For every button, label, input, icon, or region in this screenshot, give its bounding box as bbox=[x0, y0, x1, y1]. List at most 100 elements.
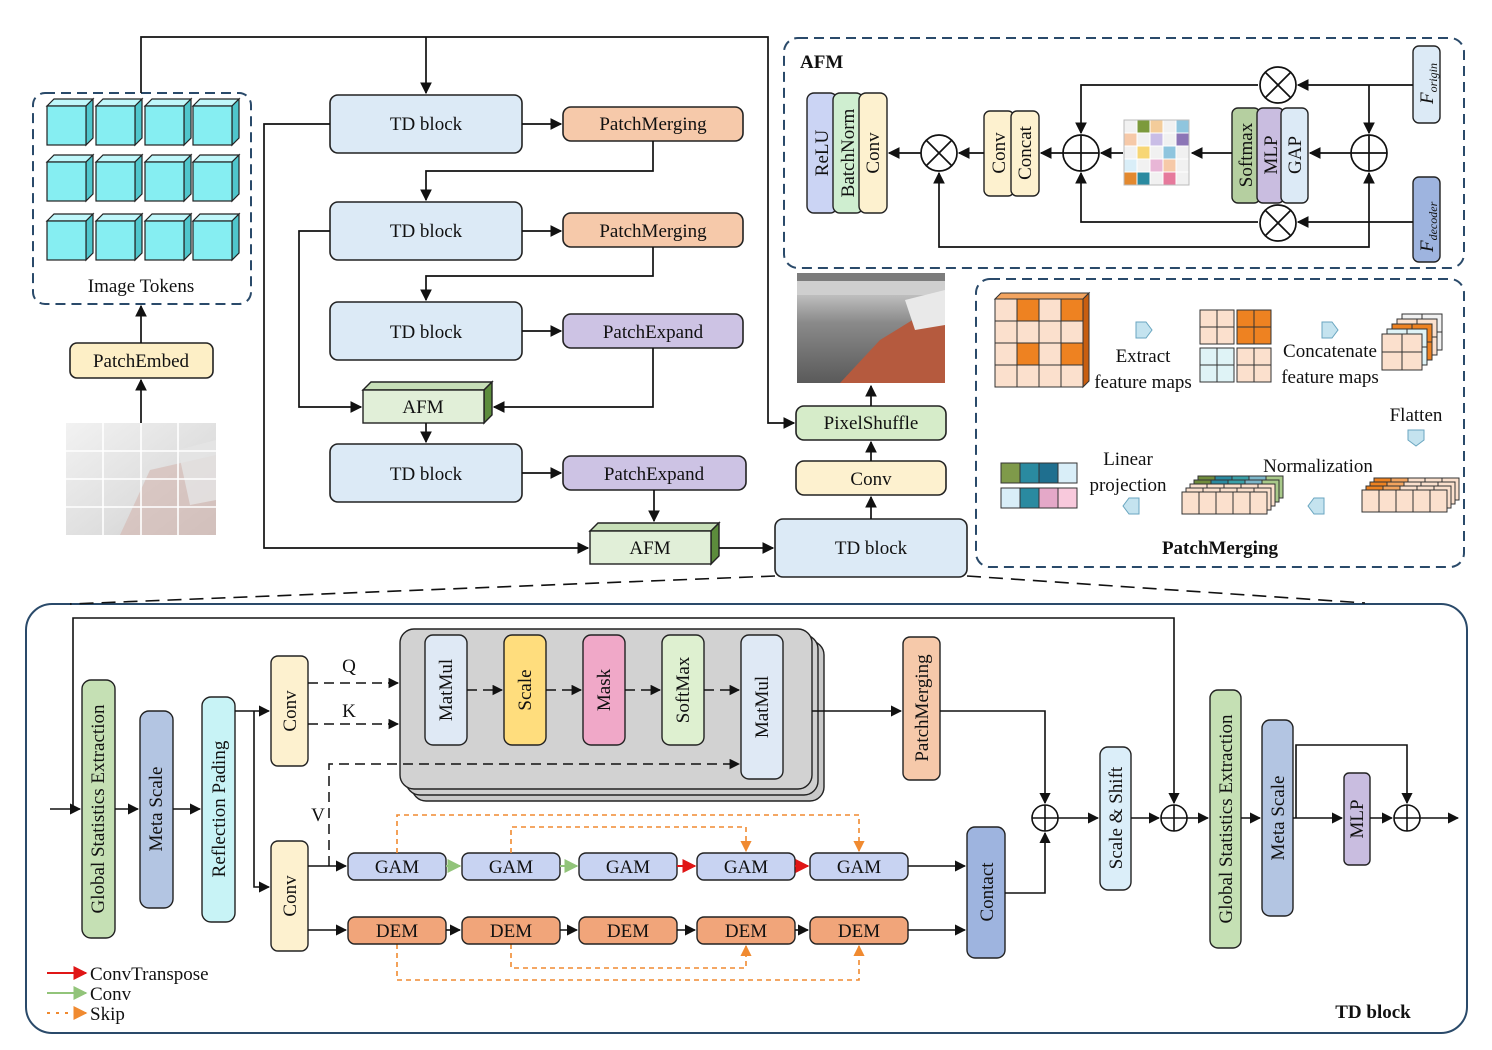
hazy-input-image bbox=[66, 423, 216, 535]
v-label: V bbox=[311, 805, 325, 826]
td-block-2-label: TD block bbox=[390, 221, 463, 242]
pm-feature-grid bbox=[993, 291, 1091, 389]
pm-step-arrow bbox=[1135, 321, 1153, 339]
pm-norm-cell bbox=[1181, 491, 1200, 515]
td-operator-symbols bbox=[1032, 805, 1420, 831]
afm-gap-label: GAP bbox=[1285, 136, 1306, 174]
gam-label: GAM bbox=[606, 857, 650, 878]
meta-scale-2-label: Meta Scale bbox=[1268, 776, 1289, 861]
pm-feature-grid bbox=[1199, 309, 1235, 345]
grid-cell bbox=[1162, 158, 1177, 173]
pm-concat-1: Concatenate bbox=[1283, 341, 1377, 362]
patch-expand-1-label: PatchExpand bbox=[603, 322, 704, 343]
pm-step-arrow bbox=[1307, 497, 1325, 515]
conv-label: Conv bbox=[850, 469, 892, 490]
grid-cell bbox=[1162, 145, 1177, 160]
afm-box-1 bbox=[361, 380, 494, 425]
grid-cell bbox=[1123, 171, 1138, 186]
td-block-3-label: TD block bbox=[390, 322, 463, 343]
dem-label: DEM bbox=[725, 921, 767, 942]
afm-softmax-label: Softmax bbox=[1236, 122, 1257, 187]
afm-box-2-label: AFM bbox=[629, 538, 670, 559]
pm-linear-cell bbox=[1019, 462, 1040, 484]
grid-cell bbox=[1149, 132, 1164, 147]
token-cube bbox=[191, 212, 241, 262]
legend-conv: Conv bbox=[90, 984, 132, 1005]
scale-shift-label: Scale & Shift bbox=[1106, 766, 1127, 869]
dem-label: DEM bbox=[376, 921, 418, 942]
image-tokens-label: Image Tokens bbox=[88, 276, 195, 297]
grid-cell bbox=[1149, 145, 1164, 160]
grid-cell bbox=[1175, 132, 1190, 147]
afm-f-decoder-label: Fdecoder bbox=[1417, 201, 1440, 253]
grid-cell bbox=[1175, 145, 1190, 160]
dem-label: DEM bbox=[607, 921, 649, 942]
grid-cell bbox=[1162, 171, 1177, 186]
gam-label: GAM bbox=[489, 857, 533, 878]
main-arrows bbox=[135, 36, 877, 554]
skip-connection bbox=[510, 826, 752, 853]
grid-cell bbox=[1162, 132, 1177, 147]
pm-feature-grid bbox=[1236, 309, 1272, 345]
afm-box-1-label: AFM bbox=[402, 397, 443, 418]
mask-label: Mask bbox=[594, 668, 615, 711]
td-vertical-blocks bbox=[81, 634, 1371, 959]
pixel-shuffle-label: PixelShuffle bbox=[824, 413, 919, 434]
pm-flat-cell bbox=[1361, 489, 1380, 513]
token-cube bbox=[45, 153, 95, 203]
legend-conv-transpose: ConvTranspose bbox=[90, 964, 209, 985]
pm-step-arrow bbox=[1321, 321, 1339, 339]
pm-linear-2: projection bbox=[1089, 475, 1167, 496]
skip-connection bbox=[396, 944, 865, 981]
skip-connection bbox=[396, 814, 865, 853]
pm-extract-2: feature maps bbox=[1094, 372, 1192, 393]
grid-cell bbox=[1149, 158, 1164, 173]
pm-linear-cell bbox=[1000, 487, 1021, 509]
td-block-5-label: TD block bbox=[835, 538, 908, 559]
afm-attention-grid bbox=[1123, 119, 1190, 186]
q-label: Q bbox=[342, 656, 356, 677]
grid-cell bbox=[1123, 119, 1138, 134]
pm-stacked-layer bbox=[1381, 333, 1423, 371]
pm-flat-cell bbox=[1412, 489, 1431, 513]
dem-label: DEM bbox=[838, 921, 880, 942]
k-label: K bbox=[342, 701, 356, 722]
gam-label: GAM bbox=[837, 857, 881, 878]
pm-step-arrow bbox=[1407, 429, 1425, 447]
patch-merging-1-label: PatchMerging bbox=[599, 114, 707, 135]
grid-cell bbox=[1149, 119, 1164, 134]
pm-norm-cell bbox=[1198, 491, 1217, 515]
grid-cell bbox=[1123, 158, 1138, 173]
pm-concat-2: feature maps bbox=[1281, 367, 1379, 388]
matmul-1-label: MatMul bbox=[436, 659, 457, 721]
afm-concat-label: Concat bbox=[1015, 125, 1036, 180]
afm-conv-concat bbox=[983, 110, 1040, 197]
legend-skip: Skip bbox=[90, 1004, 125, 1025]
pm-linear-cell bbox=[1057, 487, 1078, 509]
token-cube bbox=[191, 97, 241, 147]
pm-linear-cell bbox=[1019, 487, 1040, 509]
afm-operator-symbols bbox=[925, 71, 1387, 237]
token-cube bbox=[143, 212, 193, 262]
matmul-2-label: MatMul bbox=[752, 676, 773, 738]
patch-embed-label: PatchEmbed bbox=[93, 351, 190, 372]
token-cube bbox=[143, 97, 193, 147]
td-patchmerging-label: PatchMerging bbox=[912, 654, 933, 762]
pm-feature-grid bbox=[1236, 347, 1272, 383]
afm-panel-title: AFM bbox=[800, 52, 843, 73]
token-cube bbox=[191, 153, 241, 203]
afm-conv1-label: Conv bbox=[863, 132, 884, 174]
token-cube bbox=[45, 212, 95, 262]
patchmerging-graphics bbox=[993, 291, 1460, 515]
afm-softmax-mlp-gap bbox=[1231, 107, 1309, 204]
pm-flat-cell bbox=[1395, 489, 1414, 513]
pm-norm-cell bbox=[1249, 491, 1268, 515]
zoom-line-right bbox=[966, 575, 1366, 604]
patch-expand-2-label: PatchExpand bbox=[604, 464, 705, 485]
patchmerging-panel bbox=[975, 278, 1465, 568]
token-cube bbox=[143, 153, 193, 203]
pm-step-arrow bbox=[1122, 497, 1140, 515]
